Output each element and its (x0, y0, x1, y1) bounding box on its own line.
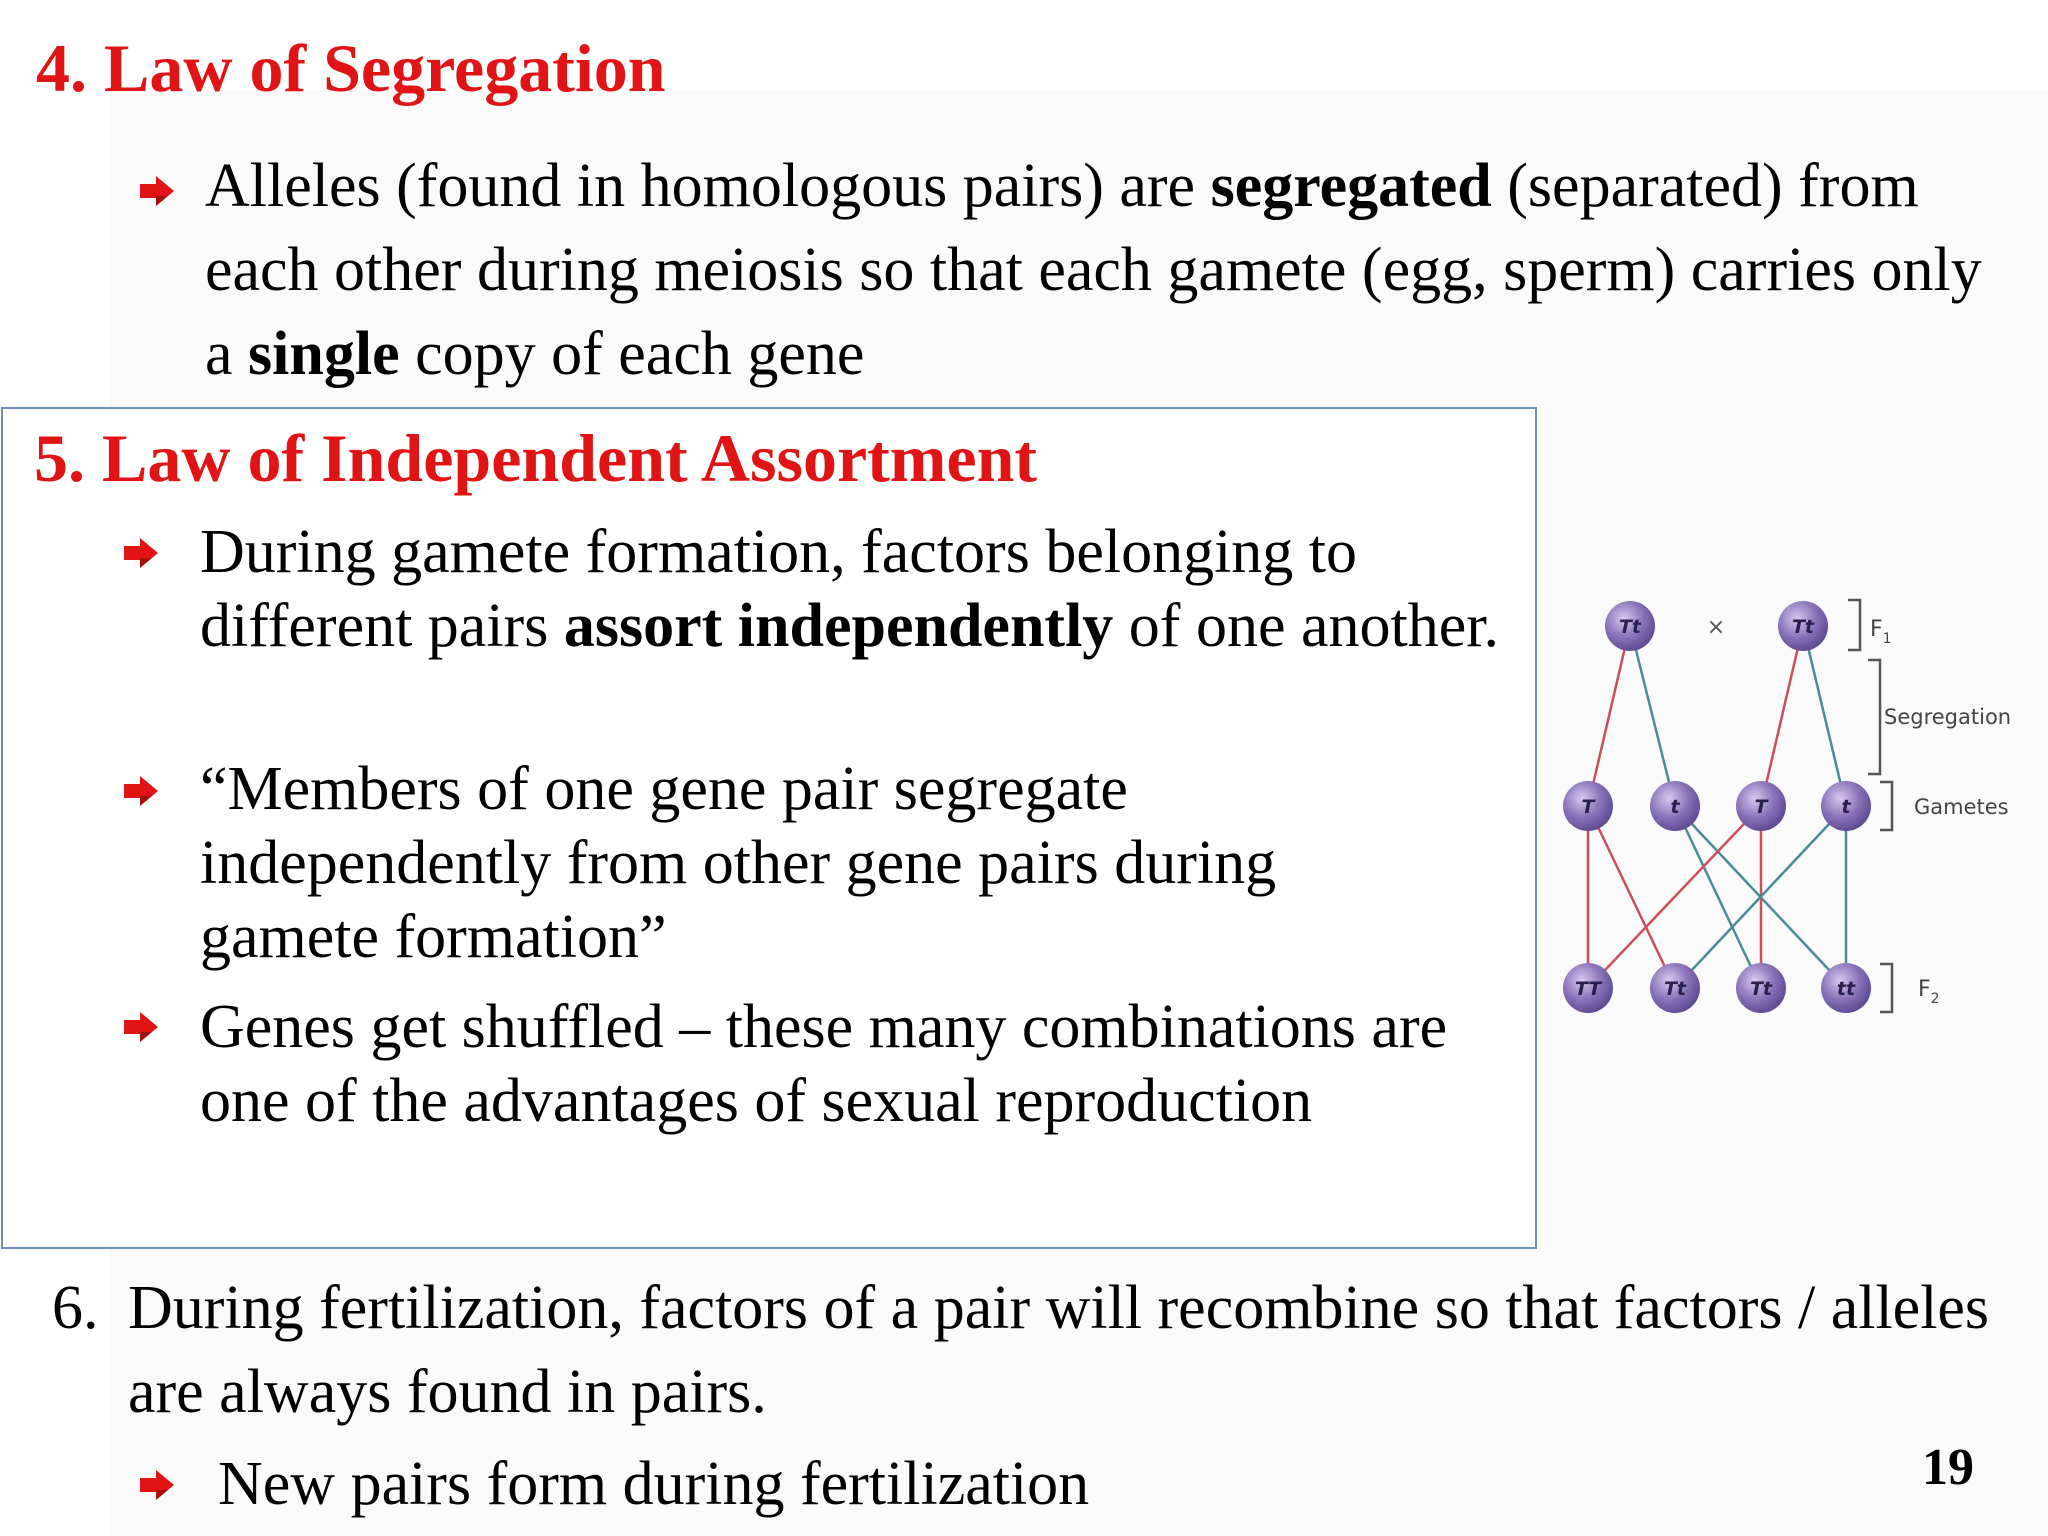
f2-bracket (1880, 962, 1894, 1014)
section4-title: 4. Law of Segregation (36, 30, 666, 106)
gamete-circle: T (1736, 781, 1786, 831)
gamete-circle: T (1563, 781, 1613, 831)
svg-text:Tt: Tt (1750, 978, 1773, 1000)
f1-bracket (1848, 598, 1862, 652)
section5-bullet-3: Genes get shuffled – these many combinat… (200, 993, 1448, 1135)
svg-text:t: t (1841, 796, 1851, 818)
section6-item: 6. During fertilization, factors of a pa… (52, 1266, 1992, 1434)
fertilization-line (1586, 805, 1677, 989)
bullet-arrow-icon (140, 176, 174, 206)
bullet-arrow-icon (140, 1470, 174, 1500)
svg-text:T: T (1755, 796, 1770, 818)
bullet-arrow-icon (124, 776, 158, 806)
parent-circle: Tt (1605, 601, 1655, 651)
section6-bullet: New pairs form during fertilization (218, 1450, 1090, 1518)
segregation-line (1759, 625, 1805, 807)
page-number: 19 (1922, 1439, 1974, 1496)
segregation-label: Segregation (1884, 705, 2011, 729)
gametes-label: Gametes (1914, 795, 2009, 819)
section5-box (1, 407, 1537, 1249)
gamete-circle: t (1650, 781, 1700, 831)
svg-text:Tt: Tt (1664, 978, 1687, 1000)
section5-title: 5. Law of Independent Assortment (34, 420, 1038, 496)
offspring-circle: TT (1563, 963, 1613, 1013)
section6-text: During fertilization, factors of a pair … (128, 1274, 1990, 1426)
section4-bullet: Alleles (found in homologous pairs) are … (205, 152, 1982, 388)
gamete-circle: t (1821, 781, 1871, 831)
offspring-circle: Tt (1650, 963, 1700, 1013)
bullet-arrow-icon (124, 538, 158, 568)
offspring-circle: Tt (1736, 963, 1786, 1013)
svg-text:TT: TT (1575, 978, 1603, 1000)
fertilization-line (1673, 805, 1763, 989)
svg-text:Tt: Tt (1619, 616, 1642, 638)
section6-number: 6. (52, 1274, 99, 1342)
offspring-circle: tt (1821, 963, 1871, 1013)
gametes-bracket (1880, 780, 1894, 832)
svg-text:Tt: Tt (1792, 616, 1815, 638)
svg-text:t: t (1670, 796, 1680, 818)
f2-label: F2 (1918, 977, 1940, 1007)
cross-symbol: × (1707, 615, 1725, 640)
segregation-line (1801, 625, 1848, 807)
segregation-line (1586, 625, 1632, 807)
f1-label: F1 (1870, 617, 1892, 647)
section5-bullet-1: During gamete formation, factors belongi… (200, 518, 1499, 660)
segregation-line (1628, 625, 1677, 807)
svg-text:T: T (1582, 796, 1597, 818)
segregation-bracket (1868, 658, 1882, 776)
segregation-diagram: Tt × Tt T t T t TT Tt Tt tt F1 Segregati… (1563, 598, 2011, 1014)
parent-circle: Tt (1778, 601, 1828, 651)
fertilization-line (1674, 805, 1847, 989)
bullet-arrow-icon (124, 1012, 158, 1042)
svg-text:tt: tt (1837, 978, 1856, 1000)
section5-bullet-2: “Members of one gene pair segregate inde… (200, 755, 1277, 971)
fertilization-line (1587, 805, 1762, 989)
